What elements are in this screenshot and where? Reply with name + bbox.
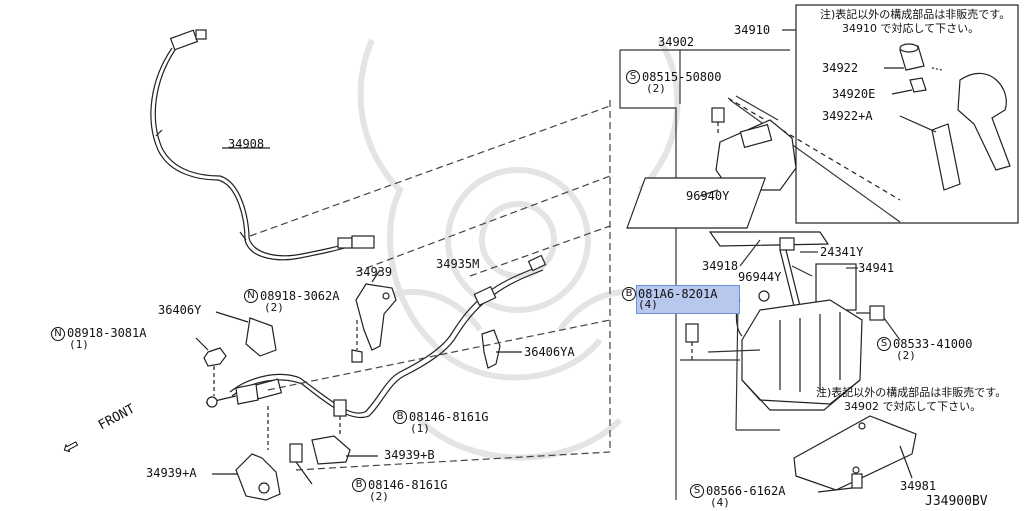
callout-s3-qty: (4) — [710, 496, 730, 509]
callout-n2-badge: N — [244, 289, 258, 303]
bracket-34939A — [212, 406, 281, 501]
note-lower-line2: 34902 で対応して下さい。 — [844, 400, 982, 413]
label-36406YA: 36406YA — [524, 345, 575, 359]
watermark-emblem — [357, 38, 681, 461]
nut-08918-3081A — [195, 337, 227, 396]
label-34981: 34981 — [900, 479, 937, 493]
callout-b2-qty: (2) — [369, 490, 389, 503]
label-36406Y: 36406Y — [158, 303, 202, 317]
label-34910: 34910 — [734, 23, 771, 37]
plate-34981 — [793, 415, 917, 493]
callout-n2-part: 08918-3062A — [260, 289, 340, 303]
callout-s1-qty: (2) — [646, 82, 666, 95]
label-34941: 34941 — [858, 261, 895, 275]
label-96940Y: 96940Y — [686, 189, 730, 203]
callout-s1-badge: S — [626, 70, 640, 84]
leader-lines-right — [680, 189, 901, 431]
highlight-selected-part[interactable] — [636, 285, 740, 314]
callout-b2-part: 08146-8161G — [368, 478, 448, 492]
bracket-34939 — [351, 269, 397, 363]
label-34939A: 34939+A — [146, 466, 197, 480]
label-34922A: 34922+A — [822, 109, 873, 123]
label-34908: 34908 — [228, 137, 265, 151]
callout-s2-part: 08533-41000 — [893, 337, 973, 351]
callout-n1-part: 08918-3081A — [67, 326, 147, 340]
callout-n2-qty: (2) — [264, 301, 284, 314]
bracket-36406Y — [215, 311, 277, 357]
label-34902: 34902 — [658, 35, 695, 49]
dashed-guides-left — [249, 100, 611, 471]
callout-b1-part: 08146-8161G — [409, 410, 489, 424]
note-upper-line1: 注)表記以外の構成部品は非販売です。 — [820, 8, 1011, 21]
cable-34908 — [150, 29, 375, 261]
label-34920E: 34920E — [832, 87, 876, 101]
label-96944Y: 96944Y — [738, 270, 782, 284]
callout-n1-badge: N — [51, 327, 65, 341]
label-34918: 34918 — [702, 259, 739, 273]
callout-b1-badge: B — [393, 410, 407, 424]
note-lower-line1: 注)表記以外の構成部品は非販売です。 — [816, 386, 1007, 399]
clip-36406YA — [481, 329, 522, 369]
shifter-assembly — [626, 107, 885, 411]
callout-n1-qty: (1) — [69, 338, 89, 351]
note-upper-line2: 34910 で対応して下さい。 — [842, 22, 980, 35]
label-24341Y: 24341Y — [820, 245, 864, 259]
label-34939B: 34939+B — [384, 448, 435, 462]
label-34922: 34922 — [822, 61, 859, 75]
callout-b3-badge: B — [622, 287, 636, 301]
callout-b1-qty: (1) — [410, 422, 430, 435]
label-34939: 34939 — [356, 265, 393, 279]
callout-s3-part: 08566-6162A — [706, 484, 786, 498]
callout-s3-badge: S — [690, 484, 704, 498]
knob-parts — [727, 43, 1011, 201]
callout-b3-qty: (4) — [638, 298, 658, 311]
cable-34935M — [205, 254, 547, 419]
callout-s2-qty: (2) — [896, 349, 916, 362]
callout-b3-part[interactable]: 081A6-8201A — [638, 287, 718, 301]
callout-s1-part: 08515-50800 — [642, 70, 722, 84]
frame-34910 — [782, 4, 1019, 224]
callout-s2-badge: S — [877, 337, 891, 351]
diagram-id: J34900BV — [925, 494, 988, 509]
label-34935M: 34935M — [436, 257, 480, 271]
callout-b2-badge: B — [352, 478, 366, 492]
bracket-34939B — [289, 399, 378, 485]
